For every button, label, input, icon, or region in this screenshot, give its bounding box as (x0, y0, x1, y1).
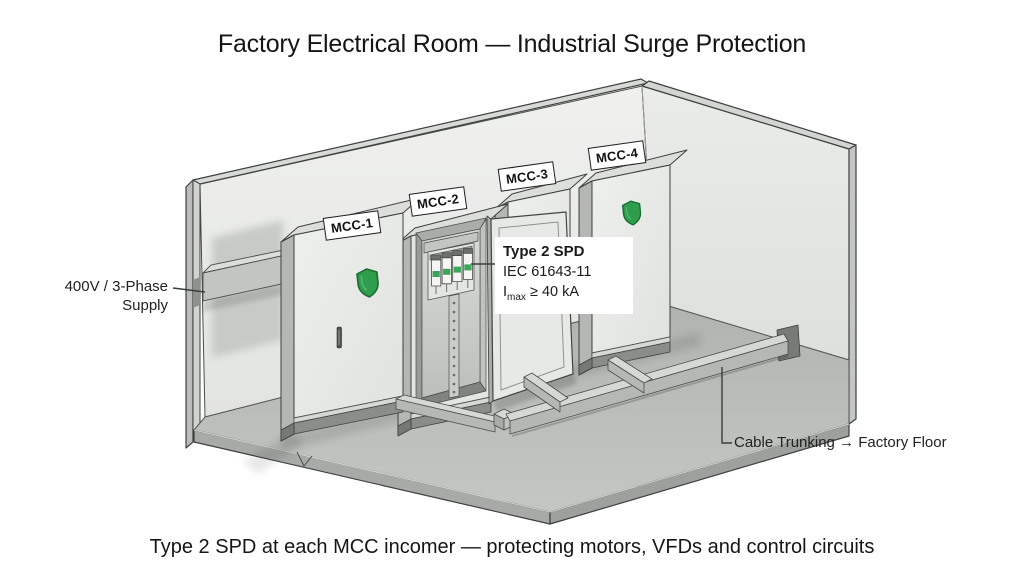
slab-highlight-right (549, 423, 850, 513)
mcc2-plinth-side (397, 418, 412, 437)
mcc1-side-face (280, 234, 295, 442)
mcc-1-label: MCC-1 (330, 215, 374, 236)
left-wall-outer-edge (185, 179, 194, 449)
supply-label-line2: Supply (122, 297, 168, 314)
spd-callout-box: Type 2 SPD IEC 61643-11 Imax ≥ 40 kA (495, 237, 633, 314)
door-inner-border (498, 221, 565, 391)
mcc1-front-face (293, 212, 404, 419)
spd-module (462, 248, 473, 288)
imax-subscript: max (507, 291, 526, 303)
cable-trunking (395, 324, 801, 437)
mcc-2-label: MCC-2 (416, 191, 460, 212)
mcc1-plinth-side (280, 422, 295, 442)
mcc4-plinth-side (578, 357, 593, 376)
trunking-leader-line (721, 367, 732, 444)
trunking-branch-side (523, 376, 561, 413)
mcc-3-label: MCC-3 (505, 166, 549, 187)
din-rail (448, 293, 460, 399)
page-title: Factory Electrical Room — Industrial Sur… (217, 30, 807, 58)
mcc2-interior-right (479, 218, 487, 392)
slab-highlight-left (193, 429, 551, 513)
imax-symbol: I (503, 284, 508, 300)
caption: Type 2 SPD at each MCC incomer — protect… (149, 536, 875, 558)
trunking-floor-shadow (511, 355, 789, 437)
trunking-branch-side (395, 398, 496, 433)
supply-busbar (193, 245, 305, 312)
supply-label: 400V / 3-Phase Supply (56, 277, 168, 315)
spd-callout-imax: Imax ≥ 40 kA (503, 282, 625, 308)
trunking-branch-side (607, 359, 645, 394)
spd-module (452, 250, 463, 290)
trunking-label: Cable Trunking → Factory Floor (734, 434, 947, 451)
mcc2-interior-left (415, 232, 423, 409)
spd-callout-standard: IEC 61643-11 (503, 264, 592, 280)
mcc2-top-duct (423, 231, 479, 254)
floor-shadow-mcc1 (243, 430, 302, 474)
busbar-shadow (203, 281, 295, 312)
shield-icon (356, 268, 379, 298)
floor-notch (296, 451, 313, 467)
shield-icon (621, 200, 642, 226)
left-wall-end-face (192, 179, 201, 443)
spd-callout-title: Type 2 SPD (503, 243, 585, 260)
supply-label-line1: 400V / 3-Phase (64, 278, 168, 295)
trunking-main-front (509, 340, 789, 435)
leader-lines (172, 263, 732, 444)
spd-assembly (427, 242, 475, 301)
right-wall-outer-edge (848, 144, 857, 425)
busbar-wall-notch (193, 277, 200, 308)
imax-value: ≥ 40 kA (525, 284, 580, 300)
cabinet-mcc-1 (280, 197, 421, 442)
mcc-4-label: MCC-4 (595, 145, 639, 166)
spd-module (431, 254, 442, 294)
supply-leader-line (172, 287, 206, 293)
din-rail-holes (452, 301, 456, 394)
spd-module (441, 252, 452, 292)
